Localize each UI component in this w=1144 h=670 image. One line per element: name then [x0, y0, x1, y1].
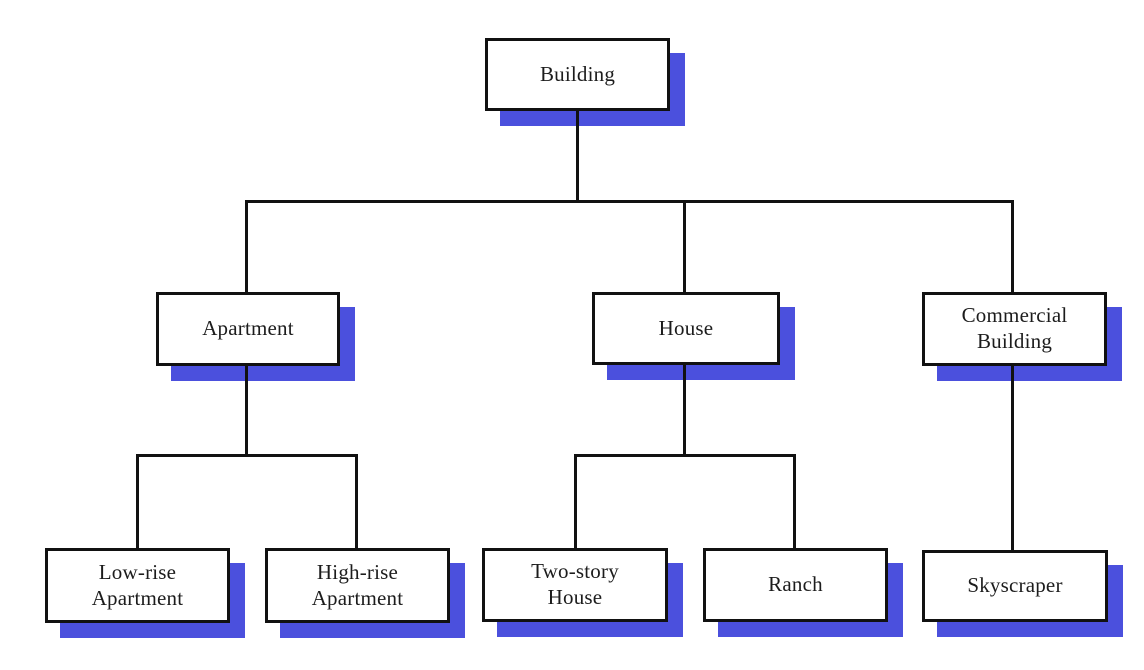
node-house-label: House: [658, 315, 714, 340]
connector-apartment-stem: [245, 364, 248, 457]
node-two-story-house: Two-story House: [482, 548, 668, 622]
node-skyscraper-label: Skyscraper: [967, 573, 1063, 598]
connector-two-story-drop: [574, 454, 577, 550]
node-low-rise-apartment-label: Low-rise Apartment: [91, 559, 184, 610]
node-high-rise-apartment: High-rise Apartment: [265, 548, 450, 623]
connector-low-rise-drop: [136, 454, 139, 550]
connector-level1-rail: [245, 200, 1014, 203]
node-commercial-building-label: Commercial Building: [961, 303, 1068, 353]
node-house: House: [592, 292, 780, 365]
node-apartment-label: Apartment: [202, 316, 294, 341]
node-two-story-house-label: Two-story House: [531, 559, 619, 609]
connector-house-stem: [683, 363, 686, 457]
connector-commercial-drop: [1011, 200, 1014, 295]
connector-house-rail: [574, 454, 796, 457]
node-commercial-building: Commercial Building: [922, 292, 1107, 366]
node-building: Building: [485, 38, 670, 111]
node-building-label: Building: [539, 61, 616, 86]
connector-apartment-drop: [245, 200, 248, 295]
connector-apartment-rail: [136, 454, 358, 457]
connector-building-stem: [576, 108, 579, 203]
connector-skyscraper-drop: [1011, 364, 1014, 552]
node-ranch: Ranch: [703, 548, 888, 622]
node-ranch-label: Ranch: [768, 572, 823, 597]
connector-high-rise-drop: [355, 454, 358, 550]
node-skyscraper: Skyscraper: [922, 550, 1108, 622]
connector-house-drop: [683, 200, 686, 295]
node-low-rise-apartment: Low-rise Apartment: [45, 548, 230, 623]
node-high-rise-apartment-label: High-rise Apartment: [311, 559, 404, 610]
connector-ranch-drop: [793, 454, 796, 550]
node-apartment: Apartment: [156, 292, 340, 366]
